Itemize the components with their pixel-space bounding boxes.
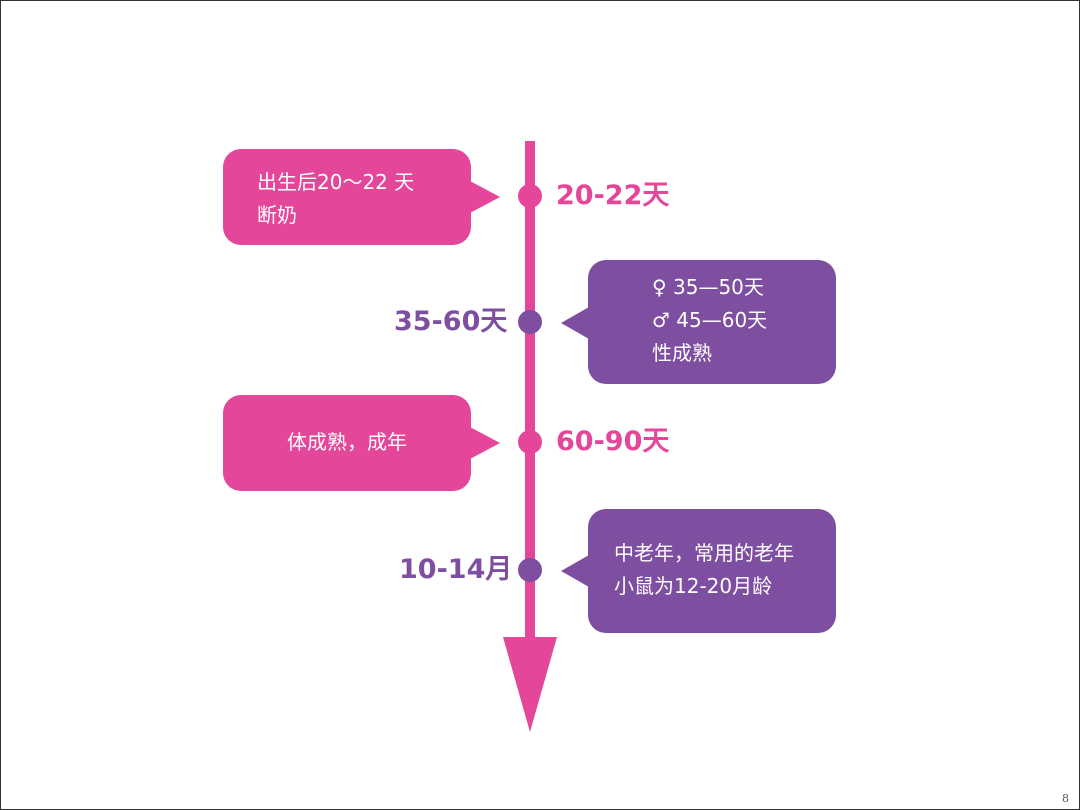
stage-4-line-1: 中老年，常用的老年 <box>614 541 794 565</box>
stage-1-date: 20-22天 <box>556 180 670 211</box>
stage-1-dot <box>518 184 542 208</box>
stage-1-line-1: 出生后20～22 天 <box>257 170 415 194</box>
stage-1-bubble-pointer <box>470 181 500 213</box>
stage-4-bubble-pointer <box>561 555 589 587</box>
stage-2-line-2: ♂ 45—60天 <box>652 308 768 332</box>
stage-1-line-2: 断奶 <box>257 203 297 227</box>
stage-4-date: 10-14月 <box>399 554 513 585</box>
timeline-arrow-head <box>503 637 557 732</box>
stage-2-line-3: 性成熟 <box>652 341 712 365</box>
page-number: 8 <box>1062 792 1069 805</box>
stage-3-line-1: 体成熟，成年 <box>287 430 407 454</box>
stage-2-line-1: ♀ 35—50天 <box>652 275 764 299</box>
stage-3-dot <box>518 430 542 454</box>
stage-2-bubble-pointer <box>561 307 589 339</box>
stage-2-date: 35-60天 <box>394 306 508 337</box>
stage-4-dot <box>518 558 542 582</box>
timeline-axis <box>525 141 535 641</box>
stage-1-bubble: 出生后20～22 天 断奶 <box>223 149 471 245</box>
stage-2-bubble: ♀ 35—50天 ♂ 45—60天 性成熟 <box>588 260 836 384</box>
stage-3-bubble: 体成熟，成年 <box>223 395 471 491</box>
stage-4-line-2: 小鼠为12-20月龄 <box>614 574 773 598</box>
stage-3-date: 60-90天 <box>556 426 670 457</box>
stage-2-dot <box>518 310 542 334</box>
stage-4-bubble: 中老年，常用的老年 小鼠为12-20月龄 <box>588 509 836 633</box>
stage-3-bubble-pointer <box>470 427 500 459</box>
